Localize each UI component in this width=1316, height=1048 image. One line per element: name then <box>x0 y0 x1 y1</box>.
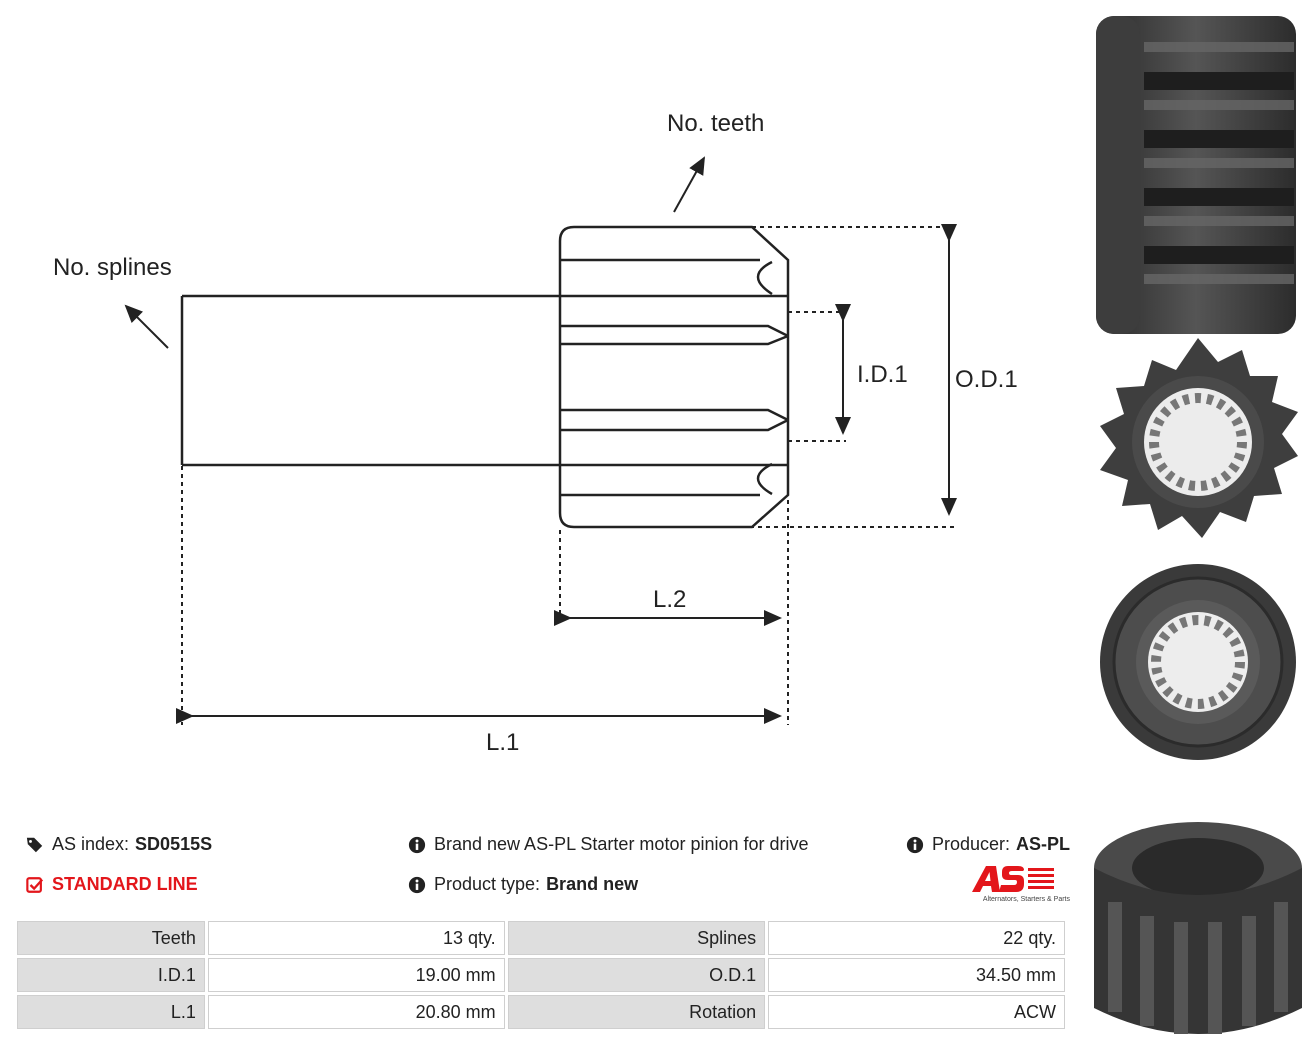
photo-gear-back <box>1100 564 1296 760</box>
product-line: STANDARD LINE <box>26 874 198 895</box>
technical-drawing: No. teeth No. splines I.D.1 O.D.1 L.2 L.… <box>53 110 1018 756</box>
spec-key: O.D.1 <box>507 958 766 992</box>
producer-value: AS-PL <box>1016 834 1071 854</box>
label-id1: I.D.1 <box>857 361 908 388</box>
as-pl-logo <box>972 866 1054 892</box>
spec-key: I.D.1 <box>17 958 205 992</box>
info-icon <box>408 876 426 893</box>
spec-key: L.1 <box>17 995 205 1029</box>
label-no-teeth: No. teeth <box>667 110 764 137</box>
label-l1: L.1 <box>486 729 519 756</box>
label-no-splines: No. splines <box>53 254 172 281</box>
as-index-value: SD0515S <box>135 834 213 854</box>
producer-label: Producer: <box>932 834 1011 854</box>
table-row: L.1 20.80 mm Rotation ACW <box>17 995 1065 1029</box>
photo-gear-perspective <box>1094 822 1302 1034</box>
photo-gear-front <box>1100 338 1298 538</box>
check-square-icon <box>26 876 44 893</box>
label-l2: L.2 <box>653 586 686 613</box>
producer: Producer: AS-PL <box>906 834 1070 855</box>
spec-value: 22 qty. <box>768 921 1065 955</box>
spec-key: Splines <box>507 921 766 955</box>
as-index: AS index: SD0515S <box>26 834 212 855</box>
tags-icon <box>26 837 43 852</box>
spec-table: Teeth 13 qty. Splines 22 qty. I.D.1 19.0… <box>14 918 1068 1032</box>
product-type: Product type: Brand new <box>408 874 638 895</box>
spec-value: 19.00 mm <box>207 958 505 992</box>
description: Brand new AS-PL Starter motor pinion for… <box>408 834 809 855</box>
info-icon <box>906 836 924 853</box>
extension-lines <box>181 226 955 725</box>
label-od1: O.D.1 <box>955 366 1018 393</box>
table-row: I.D.1 19.00 mm O.D.1 34.50 mm <box>17 958 1065 992</box>
description-text: Brand new AS-PL Starter motor pinion for… <box>434 834 809 854</box>
spec-value: 13 qty. <box>207 921 505 955</box>
spec-value: ACW <box>768 995 1065 1029</box>
table-row: Teeth 13 qty. Splines 22 qty. <box>17 921 1065 955</box>
spec-key: Rotation <box>507 995 766 1029</box>
info-icon <box>408 836 426 853</box>
product-line-text: STANDARD LINE <box>52 874 198 894</box>
spec-key: Teeth <box>17 921 205 955</box>
dimension-arrows <box>124 156 957 724</box>
pinion-outline <box>180 225 790 529</box>
product-type-value: Brand new <box>546 874 639 894</box>
logo-tagline: Alternators, Starters & Parts <box>982 896 1070 903</box>
photo-gear-side <box>1096 16 1296 334</box>
as-index-label: AS index: <box>52 834 130 854</box>
spec-value: 34.50 mm <box>768 958 1065 992</box>
spec-value: 20.80 mm <box>207 995 505 1029</box>
product-type-label: Product type: <box>434 874 541 894</box>
